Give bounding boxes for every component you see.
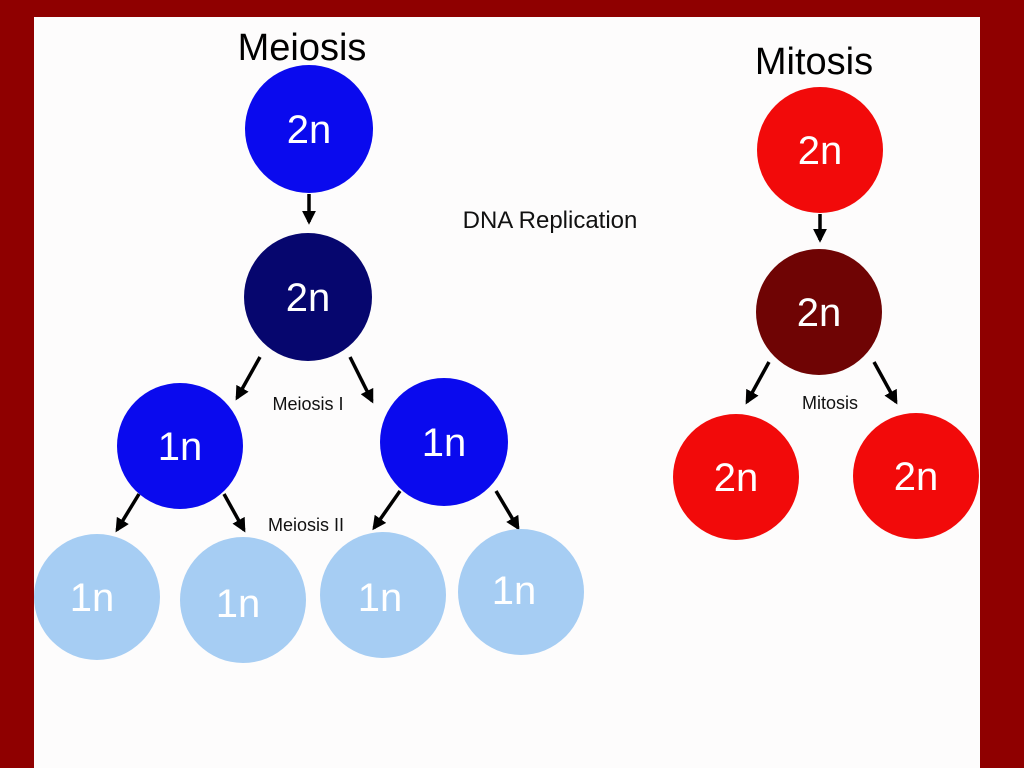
meiosis-gamete-cell-4: 1n	[458, 529, 584, 655]
cell-ploidy-label: 1n	[358, 576, 403, 620]
cell-ploidy-label: 1n	[422, 421, 467, 465]
meiosis-ii-label: Meiosis II	[268, 515, 344, 535]
meiosis-ii-arrow-4	[494, 490, 520, 531]
cell-ploidy-label: 1n	[216, 582, 261, 626]
meiosis-ii-arrow-3	[372, 489, 402, 531]
cell-ploidy-label: 1n	[158, 425, 203, 469]
cell-ploidy-label: 1n	[492, 569, 537, 613]
mitosis-replicated-cell: 2n	[756, 249, 882, 375]
diagram-panel: Meiosis Mitosis DNA Replication Meiosis …	[34, 17, 980, 768]
meiosis-daughter-cell-2: 1n	[380, 378, 508, 506]
meiosis-ii-arrow-2	[222, 493, 246, 533]
cell-ploidy-label: 2n	[286, 276, 331, 320]
cell-ploidy-label: 2n	[287, 108, 332, 152]
cell-ploidy-label: 2n	[798, 129, 843, 173]
mitosis-stage-label: Mitosis	[802, 393, 858, 413]
meiosis-parent-cell: 2n	[245, 65, 373, 193]
meiosis-i-left-arrow	[235, 356, 262, 401]
cell-ploidy-label: 2n	[714, 456, 759, 500]
mitosis-daughter-cell-2: 2n	[853, 413, 979, 539]
mitosis-right-arrow	[872, 361, 898, 405]
mitosis-left-arrow	[745, 361, 771, 405]
mitosis-title: Mitosis	[755, 41, 873, 83]
cell-ploidy-label: 2n	[797, 291, 842, 335]
cell-ploidy-label: 1n	[70, 576, 115, 620]
cell-ploidy-label: 2n	[894, 455, 939, 499]
meiosis-gamete-cell-2: 1n	[180, 537, 306, 663]
meiosis-replicated-cell: 2n	[244, 233, 372, 361]
dna-replication-label: DNA Replication	[463, 207, 638, 234]
meiosis-daughter-cell-1: 1n	[117, 383, 243, 509]
meiosis-i-label: Meiosis I	[272, 394, 343, 414]
mitosis-parent-cell: 2n	[757, 87, 883, 213]
meiosis-ii-arrow-1	[115, 493, 141, 533]
meiosis-i-right-arrow	[348, 356, 374, 404]
meiosis-title: Meiosis	[238, 27, 367, 69]
meiosis-gamete-cell-1: 1n	[34, 534, 160, 660]
mitosis-daughter-cell-1: 2n	[673, 414, 799, 540]
meiosis-gamete-cell-3: 1n	[320, 532, 446, 658]
cell-division-diagram: Meiosis Mitosis DNA Replication Meiosis …	[34, 27, 979, 663]
